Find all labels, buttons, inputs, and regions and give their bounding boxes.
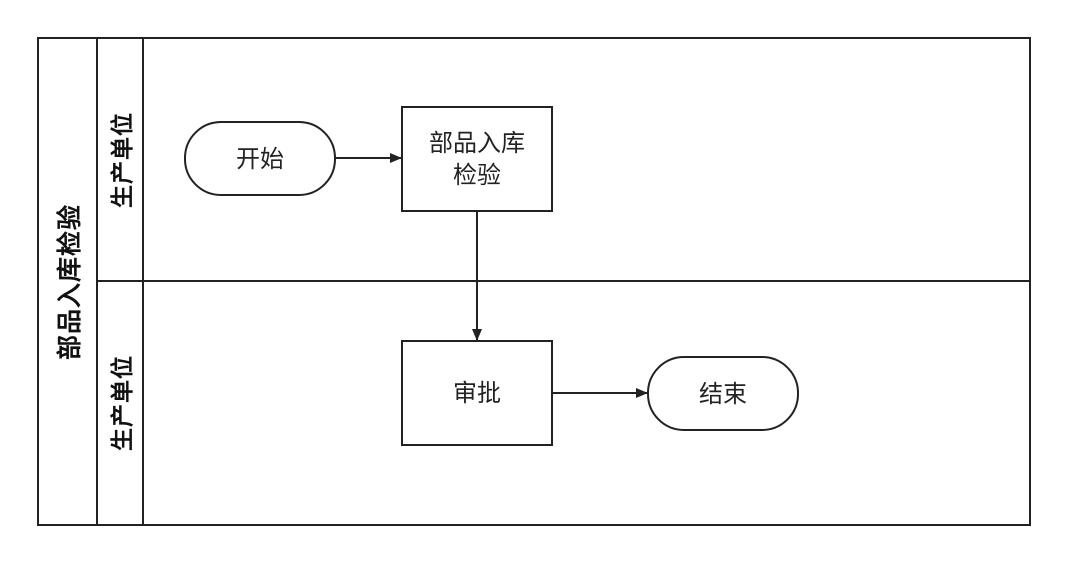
lane-1-label: 生产单位: [110, 111, 136, 208]
lane-1-header: 生产单位: [97, 38, 143, 281]
approve-node[interactable]: 审批: [402, 341, 552, 445]
start-node[interactable]: 开始: [185, 122, 335, 195]
approve-process-box[interactable]: [401, 340, 553, 446]
pool-title: 部品入库检验: [38, 38, 97, 525]
lane-2-header: 生产单位: [97, 281, 143, 525]
end-terminator[interactable]: [647, 356, 799, 431]
end-node-label: 结束: [699, 379, 747, 408]
lane-2-label: 生产单位: [110, 355, 136, 451]
approve-node-label: 审批: [453, 379, 501, 407]
end-node[interactable]: 结束: [648, 357, 798, 430]
inspect-node[interactable]: 部品入库 检验: [402, 107, 552, 211]
inspect-node-label-line2: 检验: [453, 161, 501, 189]
inspect-process-box[interactable]: [401, 106, 553, 212]
pool-title-text: 部品入库检验: [54, 203, 84, 360]
inspect-node-label-line1: 部品入库: [429, 129, 525, 157]
start-node-label: 开始: [236, 144, 284, 173]
